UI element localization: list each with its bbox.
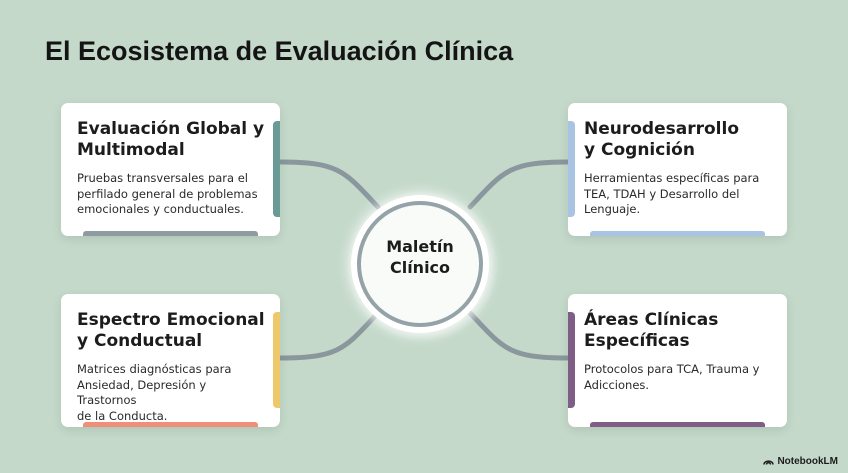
hub-circle xyxy=(357,201,483,327)
card-accent-stripe xyxy=(273,312,280,408)
card-description: Protocolos para TCA, Trauma y Adicciones… xyxy=(584,362,760,392)
connector-top-right xyxy=(467,159,570,210)
card-accent-stripe xyxy=(568,312,575,408)
card-accent-stripe xyxy=(568,121,575,217)
card-emotional-spectrum: Espectro Emocional y Conductual Matrices… xyxy=(61,294,280,427)
connector-bottom-left xyxy=(278,310,381,361)
card-bottom-bar xyxy=(590,422,765,427)
card-heading: Espectro Emocional y Conductual xyxy=(77,310,265,351)
card-specific-clinical-areas: Áreas Clínicas Específicas Protocolos pa… xyxy=(568,294,787,427)
brand-label: NotebookLM xyxy=(777,456,838,467)
hub-label: Maletín Clínico xyxy=(386,237,454,277)
card-description: Matrices diagnósticas para Ansiedad, Dep… xyxy=(77,362,232,423)
card-bottom-bar xyxy=(83,422,258,427)
brand-watermark: NotebookLM xyxy=(763,456,838,467)
notebooklm-logo-icon xyxy=(763,460,775,465)
card-bottom-bar xyxy=(83,231,258,236)
page-title: El Ecosistema de Evaluación Clínica xyxy=(45,36,514,66)
card-heading: Neurodesarrollo y Cognición xyxy=(584,119,739,160)
connector-top-left xyxy=(278,159,381,210)
card-heading: Evaluación Global y Multimodal xyxy=(77,119,265,160)
card-accent-stripe xyxy=(273,121,280,217)
card-global-evaluation: Evaluación Global y Multimodal Pruebas t… xyxy=(61,103,280,236)
card-bottom-bar xyxy=(590,231,765,236)
card-heading: Áreas Clínicas Específicas xyxy=(584,310,719,351)
card-neurodevelopment: Neurodesarrollo y Cognición Herramientas… xyxy=(568,103,787,236)
connector-bottom-right xyxy=(467,310,570,361)
card-description: Pruebas transversales para el perfilado … xyxy=(77,171,258,216)
card-description: Herramientas específicas para TEA, TDAH … xyxy=(584,171,760,216)
